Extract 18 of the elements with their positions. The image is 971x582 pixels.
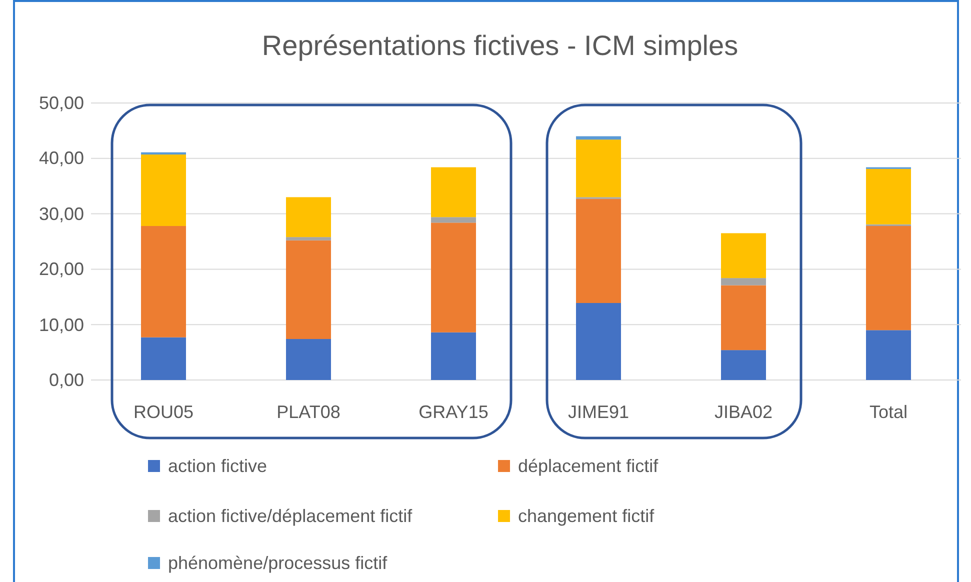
legend-label: action fictive <box>168 455 268 477</box>
y-tick-label: 0,00 <box>48 369 84 391</box>
category-label: Total <box>868 401 909 423</box>
y-tick-label: 30,00 <box>38 202 84 225</box>
legend-label: phénomène/processus fictif <box>168 552 388 574</box>
category-label: GRAY15 <box>418 401 490 423</box>
legend-label: déplacement fictif <box>518 455 658 477</box>
y-tick-label: 40,00 <box>38 147 84 170</box>
legend-label: changement fictif <box>518 505 654 527</box>
category-label: ROU05 <box>132 401 195 423</box>
y-tick-label: 20,00 <box>38 258 84 280</box>
y-tick-label: 10,00 <box>38 314 84 336</box>
category-label: JIBA02 <box>713 401 774 423</box>
chart-title: Représentations fictives - ICM simples <box>260 29 740 63</box>
legend-label: action fictive/déplacement fictif <box>168 505 412 527</box>
y-tick-label: 50,00 <box>38 92 84 114</box>
category-label: JIME91 <box>566 401 630 423</box>
category-label: PLAT08 <box>276 401 342 423</box>
